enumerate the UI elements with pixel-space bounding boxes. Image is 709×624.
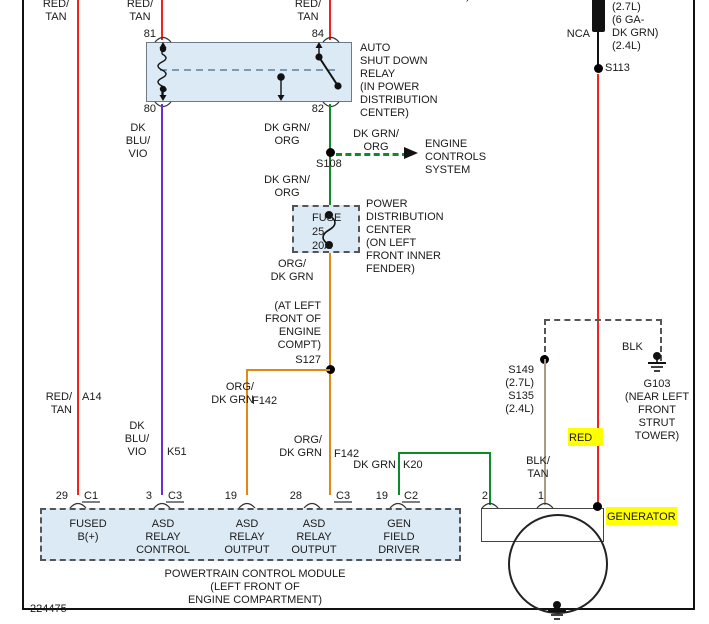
label-red: RED [569,432,593,444]
splice-s113-label: S113 [605,62,630,74]
fuse-symbol-icon [322,211,336,249]
pcm-pin-3-number: 28 [289,490,302,502]
generator-label: GENERATOR [607,511,676,523]
s127-location-note: (AT LEFT FRONT OF ENGINE COMPT) [264,300,321,351]
wire-dk-grn-k20-right-vertical [489,452,491,505]
wire-org-branch-to-pin19 [246,369,248,495]
pcm-pin-4-number: 19 [375,490,388,502]
diagram-id-label: 224475 [30,603,67,615]
relay-pin-81-label: 81 [143,28,156,40]
label-dk-grn-org-branch: DK GRN/ ORG [353,128,399,153]
auto-shut-down-relay-box [146,42,352,102]
label-blk-tan: BLK/ TAN [526,455,550,480]
wire-red-to-generator [597,74,599,506]
pcm-pin-0-name: FUSED B(+) [69,518,107,543]
generator-b-terminal-dot [593,502,602,511]
splice-s113-dot [594,64,603,73]
label-circuit-f142-right: F142 [334,448,360,460]
pcm-pin-2-name: ASD RELAY OUTPUT [224,518,270,556]
relay-pin-82-label: 82 [311,103,324,115]
wire-red-tan-pin81 [161,0,163,40]
pcm-pin-3-name: ASD RELAY OUTPUT [291,518,337,556]
fuse-label-name: FUSE [312,212,342,224]
generator-pin-2-number: 2 [481,490,488,502]
label-g103: G103 [643,378,671,390]
fuse-label-rating: 20A [312,240,332,252]
highlight-generator-label: GENERATOR [606,507,677,525]
wire-dk-blu-vio-k51 [161,104,163,495]
pcm-pin-2-number: 19 [224,490,237,502]
splice-s127-label: S127 [295,354,321,366]
splice-s149-s135-label: S149 (2.7L) S135 (2.4L) [505,364,534,415]
label-org-dk-grn-upper: ORG/ DK GRN [270,258,314,283]
wire-dk-grn-k20-left-vertical [398,452,400,495]
engine-controls-arrow-icon [404,147,418,159]
pcm-connector-marks [69,501,420,509]
engine-controls-system-label: ENGINE CONTROLS SYSTEM [425,138,487,176]
fusible-link-gauge-label: DK GRN) (2.7L) (6 GA- DK GRN) (2.4L) [612,1,659,52]
label-dk-blu-vio-upper: DK BLU/ VIO [125,122,151,160]
label-org-dk-grn-left: ORG/ DK GRN [211,381,254,406]
label-strut-tower-partial: STRUT TOWER) [368,0,488,3]
label-blk: BLK [622,341,643,353]
label-dk-grn: DK GRN [353,459,396,471]
pcm-pin-0-number: 29 [55,490,68,502]
pcm-title-label: POWERTRAIN CONTROL MODULE (LEFT FRONT OF… [164,568,346,606]
relay-name-label: AUTO SHUT DOWN RELAY (IN POWER DISTRIBUT… [360,42,438,119]
wire-red-tan-a14 [77,0,79,495]
splice-s108-dot [326,148,335,157]
ground-bracket [544,319,662,361]
pcm-pin-4-connector: C2 [404,490,419,502]
fuse-label-number: 25 [312,226,325,238]
pcm-pin-3-connector: C3 [336,490,351,502]
wire-dk-grn-k20-horizontal [398,452,491,454]
generator-connector-arcs [481,502,554,509]
label-dk-blu-vio-lower: DK BLU/ VIO [124,420,150,458]
pdc-note-label: POWER DISTRIBUTION CENTER (ON LEFT FRONT… [366,198,444,275]
label-g103-note: (NEAR LEFT FRONT STRUT TOWER) [624,391,690,442]
relay-pin-80-label: 80 [143,103,156,115]
label-circuit-f142-left: F142 [252,395,278,407]
label-circuit-a14: A14 [82,391,102,403]
wire-org-branch-horizontal [246,369,330,371]
label-circuit-nca: NCA [566,28,590,40]
label-red-tan-1: RED/ TAN [42,0,70,23]
label-dk-grn-org-lower: DK GRN/ ORG [264,174,310,199]
pcm-pin-1-name: ASD RELAY CONTROL [136,518,190,556]
pcm-pin-1-connector: C3 [168,490,183,502]
wire-red-tan-pin84 [329,0,331,40]
splice-s108-label: S108 [316,158,342,170]
label-red-tan-a14: RED/ TAN [45,391,72,416]
diagram-border [22,0,695,610]
generator-ground-symbol-icon [548,601,566,620]
wire-nca-black [597,30,599,72]
label-red-tan-3: RED/ TAN [294,0,322,23]
generator-pin-1-number: 1 [537,490,544,502]
relay-internal-schematic [157,42,342,101]
wire-org-dk-grn-main [329,253,331,495]
label-org-dk-grn-right: ORG/ DK GRN [279,434,322,459]
highlight-red-label: RED [568,428,603,446]
wire-blk-tan-ground [544,359,546,505]
fusible-link-icon [592,0,605,32]
splice-s127-dot [326,365,335,374]
pcm-pin-1-number: 3 [145,490,152,502]
generator-circle-icon [508,514,608,614]
label-dk-grn-org-upper: DK GRN/ ORG [264,122,310,147]
label-red-tan-2: RED/ TAN [126,0,154,23]
pcm-pin-4-name: GEN FIELD DRIVER [378,518,420,556]
pcm-pin-0-connector: C1 [84,490,99,502]
powertrain-control-module-box [40,508,461,561]
ground-symbol-g103-icon [648,352,666,372]
wire-dk-grn-org-branch [336,153,408,156]
label-circuit-k20: K20 [403,459,423,471]
relay-connector-arcs [154,36,340,108]
label-circuit-k51: K51 [167,446,187,458]
relay-pin-84-label: 84 [311,28,324,40]
